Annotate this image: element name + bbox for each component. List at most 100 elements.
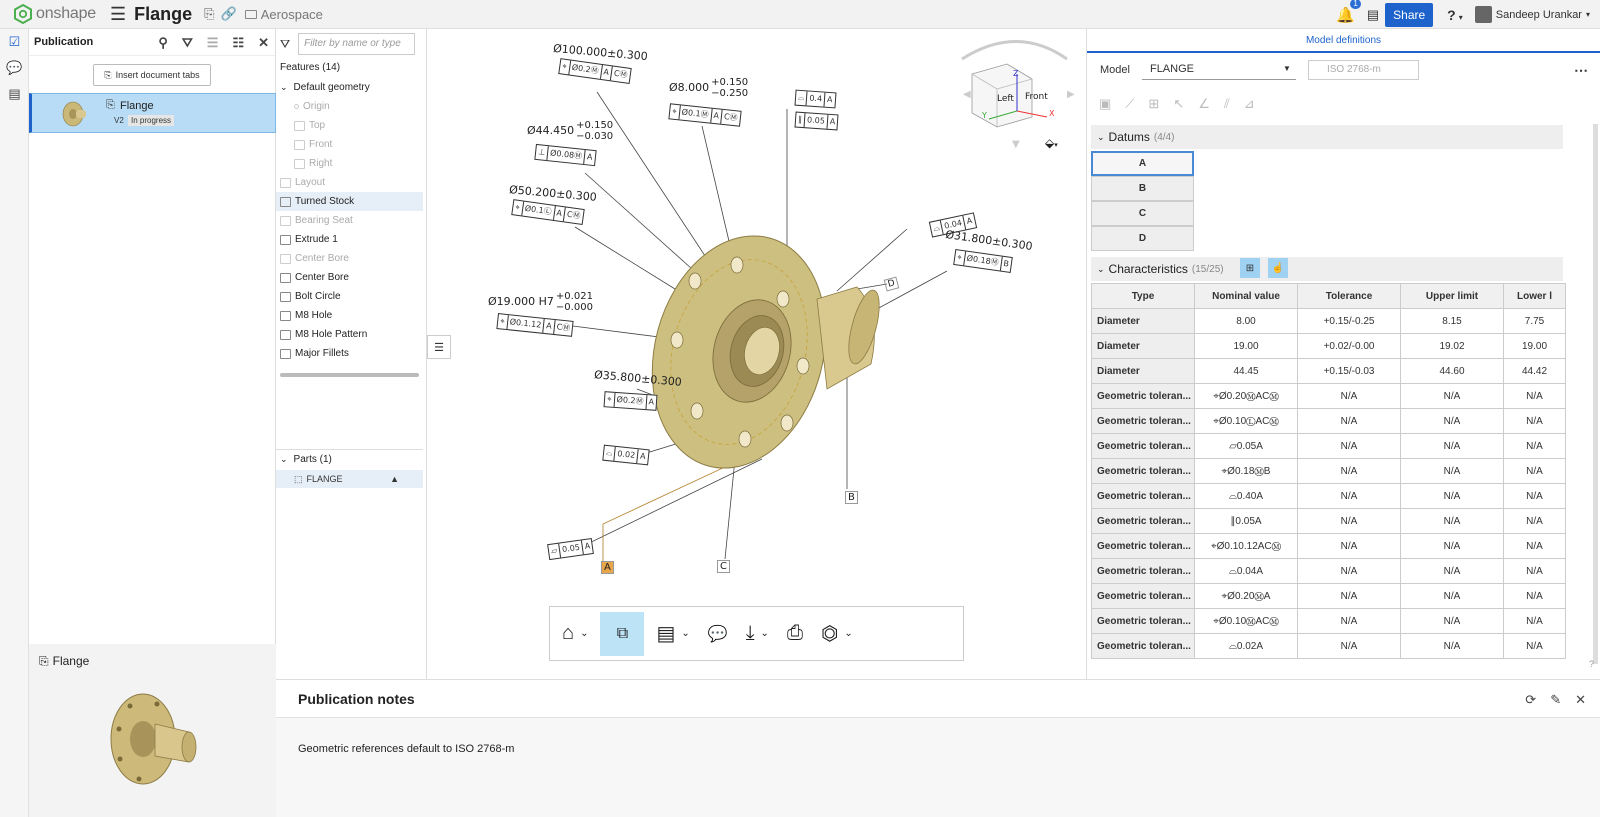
folder-breadcrumb[interactable]: Aerospace [245,7,323,22]
menu-icon[interactable]: ☰ [110,4,126,25]
column-header[interactable]: Nominal value [1195,284,1298,309]
tree-item[interactable]: Extrude 1 [276,230,423,249]
column-header[interactable]: Tolerance [1298,284,1401,309]
table-row[interactable]: Geometric toleran...⏥0.05AN/AN/AN/A [1092,434,1566,459]
default-geometry-group[interactable]: ⌄ Default geometry [276,78,423,97]
document-title[interactable]: Flange [134,4,192,25]
fcf-profile-04[interactable]: ⌓0.4A [794,90,836,109]
tree-item[interactable]: Center Bore [276,249,423,268]
model-select[interactable]: FLANGE▼ [1142,60,1296,80]
part-row[interactable]: ⬚ FLANGE ▲ [276,470,423,488]
notifications-icon[interactable]: 🔔1 [1336,6,1355,24]
datums-section-header[interactable]: ⌄ Datums (4/4) [1091,125,1563,149]
version-icon[interactable]: ⎘ [204,6,214,22]
select-characteristic-icon[interactable]: ☝ [1268,258,1288,278]
share-button[interactable]: Share [1385,3,1433,27]
parallel-tool-icon[interactable]: ⫽ [1224,96,1230,112]
dimension-tool-icon[interactable]: ⟋ [1125,96,1134,112]
tree-item[interactable]: Center Bore [276,268,423,287]
detail-view-icon[interactable]: ☷ [232,35,244,51]
filter-input[interactable]: Filter by name or type [298,33,415,55]
view-arrow-down-icon[interactable]: ▼ [1012,139,1020,150]
dim-d44[interactable]: Ø44.450+0.150−0.030 [527,120,613,142]
refresh-icon[interactable]: ⟳ [1525,692,1536,708]
tree-item[interactable]: Major Fillets [276,344,423,363]
dim-d8[interactable]: Ø8.000+0.150−0.250 [669,77,748,99]
tree-item[interactable]: Origin [276,97,423,116]
search-icon[interactable]: ⚲ [158,35,168,51]
properties-icon[interactable]: ▤ [0,81,29,107]
help-icon[interactable]: ?▾ [1447,7,1463,23]
edit-icon[interactable]: ✎ [1550,692,1561,708]
table-row[interactable]: Geometric toleran...⌓0.40AN/AN/AN/A [1092,484,1566,509]
tree-item[interactable]: Right [276,154,423,173]
datum-c-label[interactable]: C [717,560,730,573]
table-row[interactable]: Geometric toleran...⌖Ø0.18ⓂBN/AN/AN/A [1092,459,1566,484]
table-row[interactable]: Geometric toleran...⌖Ø0.20ⓂACⓂN/AN/AN/A [1092,384,1566,409]
datum-b-cell[interactable]: B [1091,176,1194,201]
horizontal-scrollbar[interactable] [280,373,419,377]
column-header[interactable]: Upper limit [1401,284,1504,309]
table-row[interactable]: Geometric toleran...⌖Ø0.10ⓁACⓂN/AN/AN/A [1092,409,1566,434]
table-row[interactable]: Diameter44.45+0.15/-0.0344.6044.42 [1092,359,1566,384]
publication-panel-icon[interactable]: ☑ [0,29,29,55]
annotations-view-button[interactable]: ⧉ [600,612,644,656]
gdt-tool-icon[interactable]: ⊞ [1148,96,1159,112]
add-characteristic-icon[interactable]: ⊞ [1240,258,1260,278]
comments-icon[interactable]: 💬 [0,55,29,81]
help-icon[interactable]: ? [1589,659,1594,669]
measure-button[interactable]: ⏣⌄ [815,612,859,656]
leader-tool-icon[interactable]: ↖ [1173,96,1184,112]
onshape-logo[interactable]: onshape [14,4,96,24]
tree-item[interactable]: Bearing Seat [276,211,423,230]
angle-tool-icon[interactable]: ∠ [1198,96,1210,112]
datum-a-label[interactable]: A [601,561,614,574]
table-row[interactable]: Geometric toleran...⌖Ø0.20ⓂAN/AN/AN/A [1092,584,1566,609]
parts-header[interactable]: ⌄Parts (1) [280,454,332,465]
tree-item[interactable]: M8 Hole Pattern [276,325,423,344]
tree-item[interactable]: Layout [276,173,423,192]
3d-viewport[interactable]: ☰ [427,29,1086,679]
tasks-icon[interactable]: ▤ [1367,7,1379,23]
fcf-parallel-005[interactable]: ∥0.05A [794,112,838,131]
datum-b-label[interactable]: B [845,491,858,504]
datum-tool-icon[interactable]: ▣ [1099,96,1111,112]
dim-d19[interactable]: Ø19.000 H7+0.021−0.000 [488,291,593,313]
home-view-button[interactable]: ⌂⌄ [556,612,594,656]
print-button[interactable]: ⎙ [781,612,809,656]
tree-item[interactable]: Top [276,116,423,135]
table-row[interactable]: Geometric toleran...⌓0.02AN/AN/AN/A [1092,634,1566,659]
tree-item[interactable]: Bolt Circle [276,287,423,306]
download-button[interactable]: ⤓⌄ [740,612,775,656]
filter-icon[interactable]: ⛛ [280,37,290,52]
view-arrow-left-icon[interactable]: ◀ [963,89,971,100]
close-icon[interactable]: ✕ [258,35,269,51]
column-header[interactable]: Type [1092,284,1195,309]
characteristics-section-header[interactable]: ⌄ Characteristics (15/25) [1091,257,1563,281]
vertical-scrollbar[interactable] [1593,124,1598,664]
table-row[interactable]: Geometric toleran...⌖Ø0.10.12ACⓂN/AN/AN/… [1092,534,1566,559]
tab-model-definitions[interactable]: Model definitions [1087,29,1600,53]
table-row[interactable]: Geometric toleran...∥0.05AN/AN/AN/A [1092,509,1566,534]
datum-d-cell[interactable]: D [1091,226,1194,251]
table-row[interactable]: Diameter8.00+0.15/-0.258.157.75 [1092,309,1566,334]
datum-a-cell[interactable]: A [1091,151,1194,176]
tree-item[interactable]: M8 Hole [276,306,423,325]
display-mode-icon[interactable]: ⬙▾ [1045,136,1058,150]
insert-document-tabs-button[interactable]: ⎘ Insert document tabs [93,64,211,86]
close-icon[interactable]: ✕ [1575,692,1586,708]
iso-standard-input[interactable]: ISO 2768-m [1308,60,1419,80]
column-header[interactable]: Lower l [1504,284,1566,309]
table-row[interactable]: Geometric toleran...⌖Ø0.10ⓂACⓂN/AN/AN/A [1092,609,1566,634]
list-view-icon[interactable]: ☰ [207,35,219,51]
view-arrow-right-icon[interactable]: ▶ [1067,89,1075,100]
table-row[interactable]: Geometric toleran...⌓0.04AN/AN/AN/A [1092,559,1566,584]
surface-tool-icon[interactable]: ⊿ [1244,96,1255,112]
user-menu[interactable]: Sandeep Urankar▾ [1475,6,1590,23]
datum-c-cell[interactable]: C [1091,201,1194,226]
tree-item[interactable]: Turned Stock [276,192,423,211]
tree-item[interactable]: Front [276,135,423,154]
views-button[interactable]: ▤⌄ [650,612,695,656]
filter-icon[interactable]: ⛛ [182,35,193,51]
more-options-icon[interactable]: ⋯ [1574,62,1588,79]
